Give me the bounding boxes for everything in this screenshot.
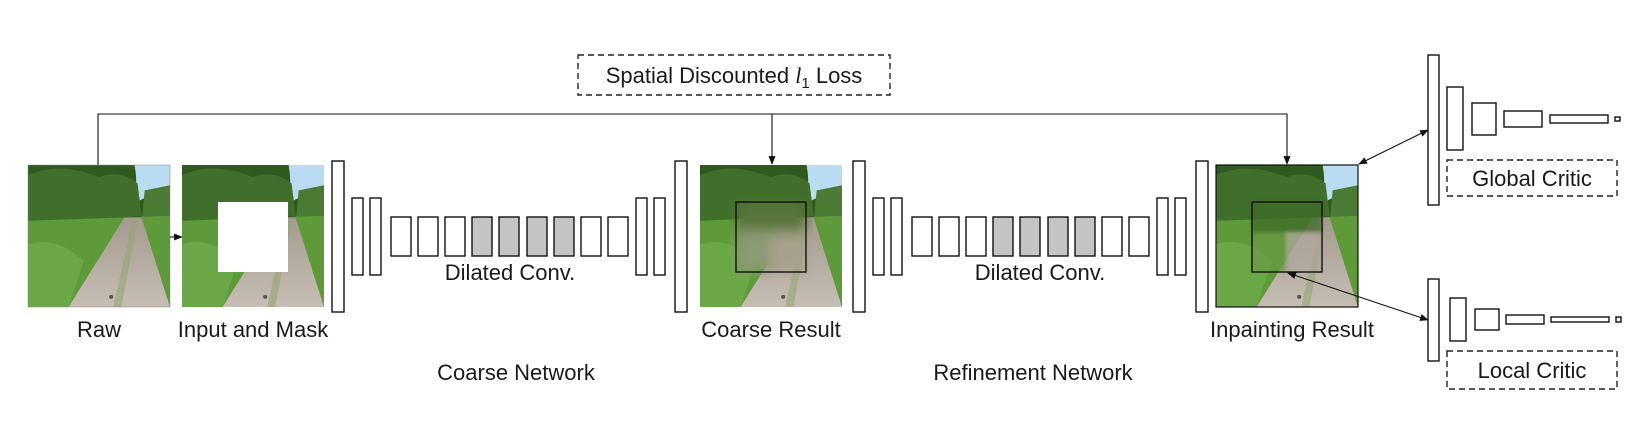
refine-conv-layer [965, 216, 987, 257]
refine-conv-layer [911, 216, 933, 257]
coarse-encoder-layer [331, 160, 345, 313]
coarse-network-layers [331, 160, 688, 313]
loss-box-label: Spatial Discounted l1 Loss [606, 63, 863, 92]
local-critic-arrow [1287, 272, 1429, 321]
loss-box-border [577, 54, 891, 96]
coarse-encoder-layer [369, 197, 382, 276]
raw-image [27, 164, 171, 308]
coarse-conv-layer [417, 216, 439, 257]
coarse-mask-outline [735, 201, 807, 273]
refine-dilated-label: Dilated Conv. [975, 260, 1105, 285]
inpainting-mask-outline [1251, 201, 1323, 273]
refine-dilated-layer [1047, 216, 1069, 257]
global-critic-layers [1427, 54, 1621, 206]
local-critic-layers [1427, 278, 1622, 362]
local-critic-layer [1615, 316, 1622, 323]
refine-encoder-layer [890, 197, 903, 276]
coarse-dilated-layer [526, 216, 548, 257]
loss-symbol: l [795, 63, 801, 88]
local-critic-box [1446, 350, 1618, 390]
global-critic-layer [1614, 116, 1621, 122]
loss-prefix: Spatial Discounted [606, 63, 796, 88]
spatial-discounted-l1-loss-box: Spatial Discounted l1 Loss [577, 54, 891, 96]
coarse-decoder-layer [635, 197, 648, 276]
global-critic-arrow [1358, 129, 1429, 165]
coarse-network-label: Coarse Network [437, 360, 596, 385]
refine-conv-layer [1101, 216, 1123, 257]
coarse-dilated-layer [471, 216, 493, 257]
raw-to-inpainting-arrow [97, 113, 1291, 165]
coarse-result-label: Coarse Result [701, 317, 840, 342]
refine-decoder-layer [1195, 160, 1209, 313]
coarse-encoder-layer [351, 197, 364, 276]
global-critic-label: Global Critic [1472, 166, 1592, 191]
global-critic-layer [1471, 102, 1497, 136]
coarse-conv-layer [444, 216, 466, 257]
coarse-conv-layer [390, 216, 412, 257]
coarse-dilated-label: Dilated Conv. [445, 260, 575, 285]
refine-conv-layer [938, 216, 960, 257]
local-critic-layer [1427, 278, 1440, 362]
global-critic-layer [1503, 110, 1543, 128]
coarse-decoder-layer [674, 160, 688, 313]
refine-decoder-layer [1174, 197, 1187, 276]
global-critic-layer [1549, 114, 1609, 124]
local-critic-layer [1474, 308, 1500, 331]
refine-dilated-layer [1019, 216, 1041, 257]
coarse-result-image [700, 165, 842, 307]
local-critic-layer [1505, 314, 1545, 325]
coarse-conv-layer [580, 216, 602, 257]
raw-label: Raw [77, 317, 121, 342]
loss-connector-lines [97, 113, 1291, 165]
local-critic-layer [1449, 297, 1467, 342]
local-critic-layer [1550, 316, 1610, 323]
loss-subscript: 1 [801, 75, 809, 92]
coarse-decoder-layer [653, 197, 666, 276]
coarse-dilated-layer [553, 216, 575, 257]
input-mask-label: Input and Mask [178, 317, 329, 342]
global-critic-layer [1427, 54, 1440, 206]
mask-region [218, 202, 288, 272]
refine-conv-layer [1128, 216, 1150, 257]
coarse-dilated-layer [498, 216, 520, 257]
global-critic-box [1446, 159, 1618, 197]
refine-dilated-layer [992, 216, 1014, 257]
inpainting-result-label: Inpainting Result [1210, 317, 1374, 342]
refine-dilated-layer [1074, 216, 1096, 257]
coarse-conv-layer [607, 216, 629, 257]
input-mask-image [182, 165, 324, 307]
global-critic-layer [1446, 86, 1464, 151]
refine-encoder-layer [852, 160, 866, 313]
refine-encoder-layer [872, 197, 885, 276]
refinement-network-label: Refinement Network [933, 360, 1133, 385]
refine-decoder-layer [1156, 197, 1169, 276]
refinement-network-layers [852, 160, 1209, 313]
loss-suffix: Loss [810, 63, 863, 88]
local-critic-label: Local Critic [1478, 358, 1587, 383]
inpainting-result-image [1215, 164, 1359, 308]
